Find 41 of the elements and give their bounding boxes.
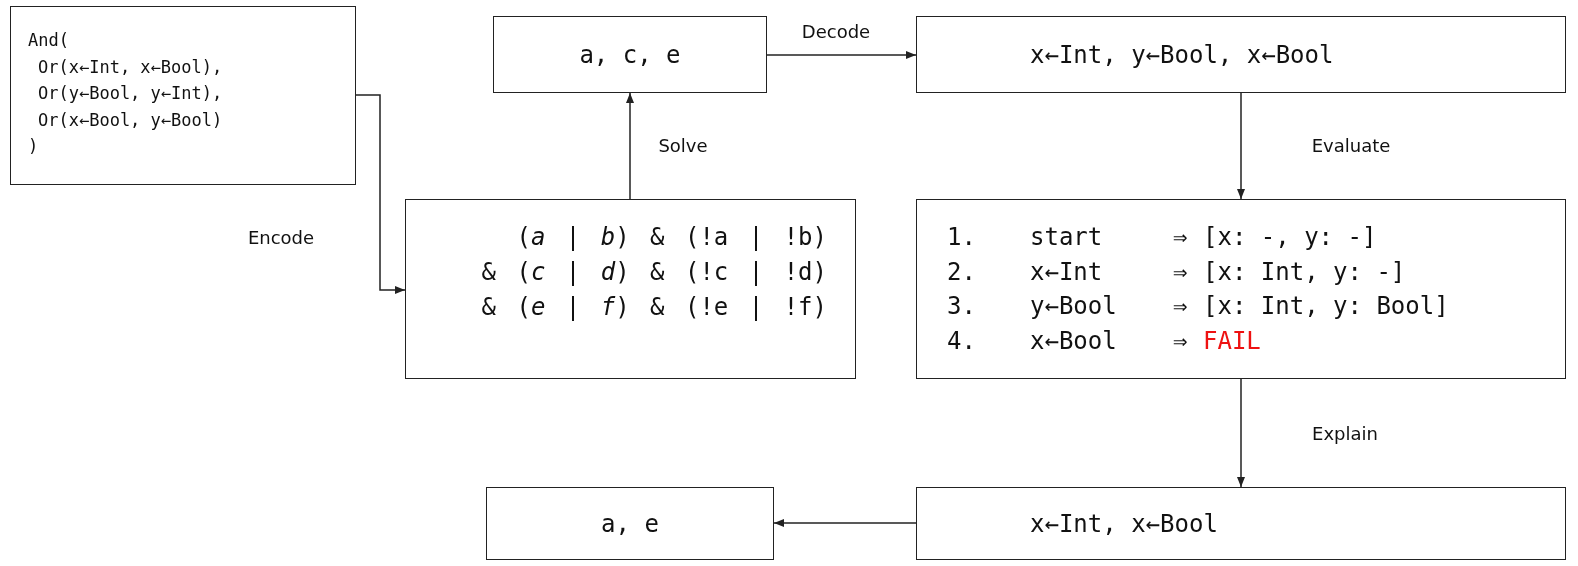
- code-line: ): [28, 135, 39, 158]
- arrow: [626, 92, 634, 200]
- assignment-text: x←Int: [1030, 256, 1103, 288]
- code-text: x←Int, y←Bool, x←Bool: [1030, 40, 1334, 69]
- step-number: 2.: [947, 256, 976, 288]
- process-box: [405, 199, 856, 379]
- arrow: [355, 94, 406, 294]
- code-text: x←Int, x←Bool: [1030, 509, 1218, 538]
- step-number: 1.: [947, 222, 976, 253]
- formula-line: (a | b) & (!a | !b): [516, 222, 827, 253]
- arrow: [766, 51, 917, 59]
- state-text: [x: -, y: -]: [1203, 222, 1377, 253]
- formula-line: & (e | f) & (!e | !f): [481, 292, 827, 323]
- assignment-text: start: [1030, 222, 1103, 253]
- implies-symbol: ⇒: [1173, 325, 1188, 357]
- step-number: 3.: [947, 291, 976, 322]
- process-box: [486, 487, 774, 560]
- state-text: [x: Int, y: -]: [1203, 256, 1406, 288]
- assignment-text: x←Bool: [1030, 325, 1117, 357]
- code-line: And(: [28, 29, 69, 52]
- process-box: [10, 6, 356, 185]
- code-line: Or(y←Bool, y←Int),: [38, 82, 223, 105]
- arrow: [1237, 378, 1245, 488]
- implies-symbol: ⇒: [1173, 256, 1188, 288]
- formula-line: & (c | d) & (!c | !d): [481, 257, 827, 288]
- process-box: [916, 16, 1566, 93]
- assignment-text: y←Bool: [1030, 291, 1117, 322]
- arrow: [773, 519, 917, 527]
- implies-symbol: ⇒: [1173, 291, 1188, 322]
- code-line: Or(x←Int, x←Bool),: [38, 55, 223, 79]
- code-text: a, c, e: [579, 40, 681, 69]
- implies-symbol: ⇒: [1173, 222, 1188, 253]
- step-number: 4.: [947, 325, 976, 357]
- state-text: [x: Int, y: Bool]: [1203, 291, 1449, 322]
- process-box: [493, 16, 767, 93]
- code-line: Or(x←Bool, y←Bool): [38, 108, 223, 132]
- code-text: a, e: [601, 509, 659, 538]
- process-box: [916, 487, 1566, 560]
- arrow: [1237, 92, 1245, 200]
- state-text: FAIL: [1203, 325, 1261, 357]
- process-box: [916, 199, 1566, 379]
